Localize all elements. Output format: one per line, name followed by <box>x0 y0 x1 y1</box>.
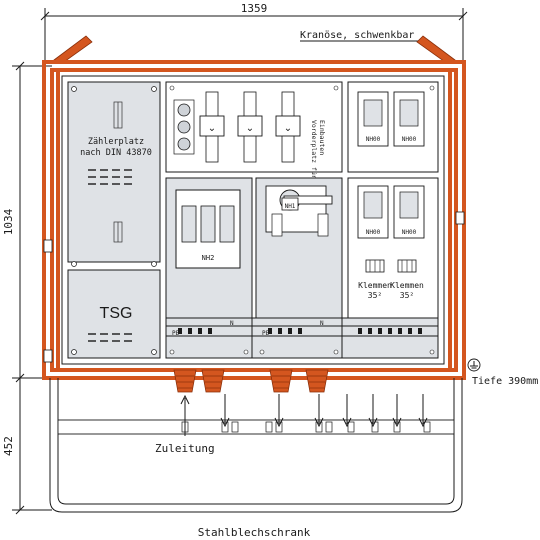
tsg-label: TSG <box>100 305 133 322</box>
pe-label-1: PE <box>172 330 180 337</box>
clamp-label-2: Klemmen <box>390 281 424 290</box>
n-label-1: N <box>230 320 234 327</box>
svg-text:⌄: ⌄ <box>208 123 216 134</box>
nh1-label: NH1 <box>285 203 296 210</box>
clamp-block-2: Klemmen 35² <box>390 259 424 300</box>
vent-slots-meter <box>88 169 132 185</box>
nh00-fuse-top-2: NH00 <box>393 91 425 147</box>
nh1-switch: NH1 <box>265 185 333 237</box>
reserved-label-line2: Einbauten <box>318 120 326 155</box>
nh00-fuse-top-1: NH00 <box>357 91 389 147</box>
dimension-width-label: 1359 <box>241 2 268 15</box>
svg-text:NH00: NH00 <box>402 136 417 143</box>
nh2-fuse: NH2 <box>175 189 241 269</box>
dimension-width <box>40 8 468 62</box>
vent-slots-tsg <box>88 333 132 342</box>
outgoing-arrows <box>220 394 428 428</box>
supply-arrow <box>180 394 190 436</box>
clamp-size-1: 35² <box>368 291 382 300</box>
dimension-height <box>12 61 52 515</box>
crane-eye-label: Kranöse, schwenkbar <box>300 30 414 41</box>
dimension-height-bottom-label: 452 <box>2 436 15 456</box>
material-label: Stahlblechschrank <box>198 526 311 539</box>
stand-frame-inner <box>57 378 455 505</box>
dimension-height-top-label: 1034 <box>2 208 15 235</box>
meter-label-line2: nach DIN 43870 <box>80 148 152 158</box>
hinges <box>43 211 465 363</box>
svg-text:⌄: ⌄ <box>246 123 254 134</box>
earth-icon <box>467 358 481 372</box>
pe-label-2: PE <box>262 330 270 337</box>
panel-screws <box>169 85 435 355</box>
stand-frame-outer <box>49 378 463 513</box>
crane-eye-left <box>53 35 93 63</box>
cable-glands <box>173 369 329 393</box>
nh2-label: NH2 <box>202 254 215 262</box>
reserved-label-line1: Vorderplatz für <box>310 120 318 179</box>
svg-text:NH00: NH00 <box>402 229 417 236</box>
tsg-panel <box>67 269 161 359</box>
supply-label: Zuleitung <box>155 442 215 455</box>
svg-text:NH00: NH00 <box>366 136 381 143</box>
meter-label-line1: Zählerplatz <box>88 137 144 147</box>
busbar-terminals <box>178 328 422 334</box>
nh00-fuse-bottom-1: NH00 <box>357 185 389 239</box>
n-label-2: N <box>320 320 324 327</box>
cable-rail <box>57 419 455 435</box>
svg-text:⌄: ⌄ <box>284 123 292 134</box>
isolator-1: ⌄ <box>199 91 225 163</box>
isolator-2: ⌄ <box>237 91 263 163</box>
crane-eye-right <box>416 35 456 63</box>
fuse-holders <box>173 99 195 155</box>
busbar-rail <box>165 317 439 359</box>
clamp-label-1: Klemmen <box>358 281 392 290</box>
isolator-3: ⌄ <box>275 91 301 163</box>
nh00-fuse-bottom-2: NH00 <box>393 185 425 239</box>
clamp-block-1: Klemmen 35² <box>358 259 392 300</box>
svg-text:NH00: NH00 <box>366 229 381 236</box>
clamp-size-2: 35² <box>400 291 414 300</box>
depth-label: Tiefe 390mm <box>472 376 538 387</box>
